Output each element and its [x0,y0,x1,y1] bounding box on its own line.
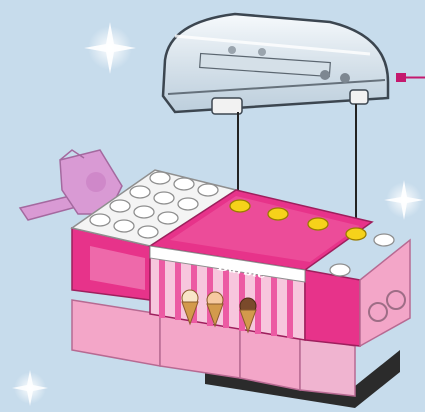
build-instruction-scene: Barbie [0,0,425,412]
